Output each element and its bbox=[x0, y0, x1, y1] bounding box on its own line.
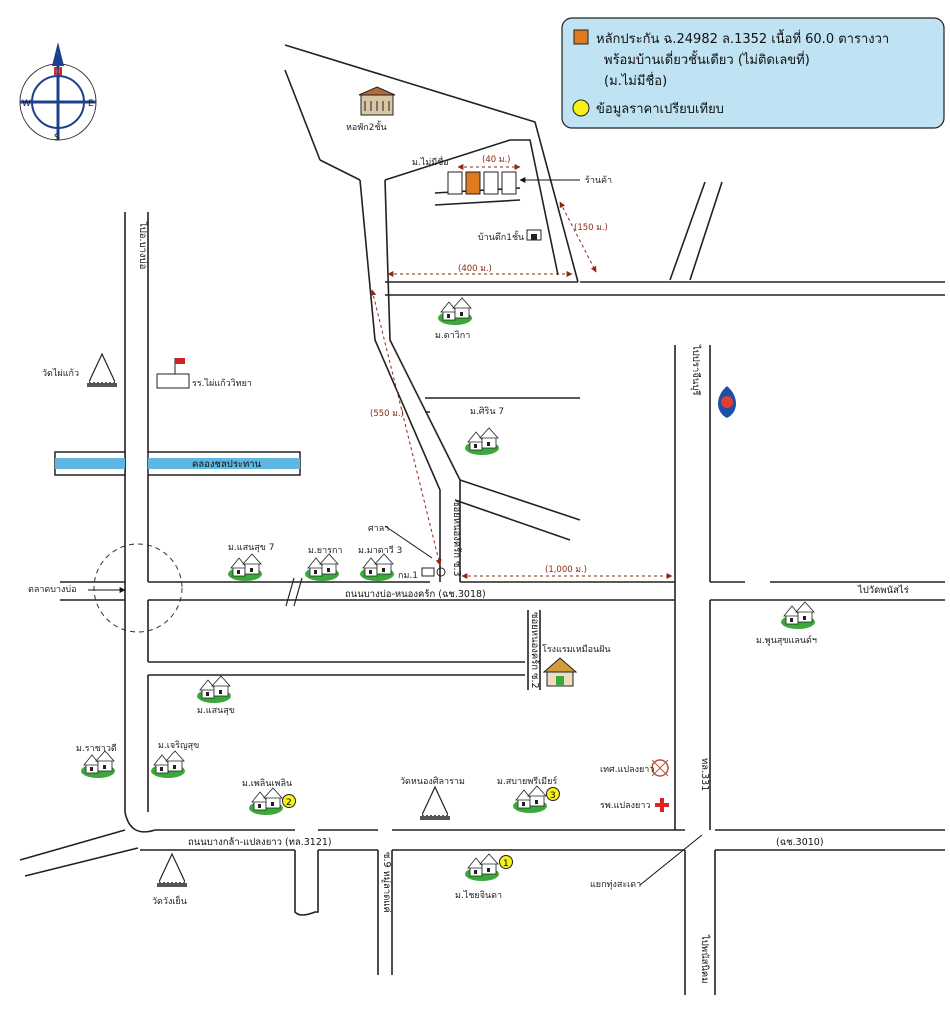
label-msansuk7: ม.แสนสุข 7 bbox=[228, 543, 274, 553]
label-sala: ศาลา bbox=[368, 524, 389, 534]
market-circle bbox=[93, 543, 183, 633]
label-msansuk: ม.แสนสุข bbox=[197, 706, 235, 716]
road-label-soi3: ซอยหนองคร้ก ซ.3 bbox=[451, 500, 462, 577]
comparison-marker-1: 1 bbox=[499, 855, 513, 869]
temple-icon-phaikaew bbox=[86, 353, 118, 388]
label-hotel: โรงแรมเหมือนฝัน bbox=[542, 644, 611, 655]
road-label-bangbo: ไปอ.บางบ่อ bbox=[137, 221, 149, 269]
canal: คลองชลประทาน bbox=[54, 451, 301, 476]
house-icon-chaijinda bbox=[464, 853, 500, 882]
label-wat-phaikaew: วัดไผ่แก้ว bbox=[42, 368, 79, 379]
dist-1000: (1,000 ม.) bbox=[545, 565, 587, 575]
tessaban-icon bbox=[651, 759, 669, 777]
legend-comparison: ข้อมูลราคาเปรียบเทียบ bbox=[596, 101, 724, 117]
compass-e: E bbox=[88, 99, 94, 109]
svg-text:3: 3 bbox=[550, 791, 556, 801]
school-icon bbox=[156, 358, 190, 389]
label-mrachawadee: ม.ราชาวดี bbox=[76, 743, 117, 754]
house-icon-sabai bbox=[512, 785, 548, 814]
house-icon-yothaka bbox=[304, 553, 340, 582]
label-house1: บ้านตึก1ชั้น bbox=[478, 230, 524, 243]
svg-text:1: 1 bbox=[503, 859, 509, 869]
compass-s: S bbox=[54, 133, 60, 143]
road-break-mark bbox=[285, 577, 303, 607]
road-network bbox=[19, 44, 945, 995]
label-tessaban: เทศ.แปลงยาว bbox=[600, 765, 654, 775]
legend-collateral-1: หลักประกัน ฉ.24982 ล.1352 เนื้อที่ 60.0 … bbox=[596, 29, 889, 47]
label-mplernplern: ม.เพลินเพลิน bbox=[242, 778, 292, 789]
km-marker bbox=[436, 567, 446, 577]
label-mcharoensuk: ม.เจริญสุข bbox=[158, 740, 199, 751]
compass-w: W bbox=[22, 99, 31, 109]
label-mmadawee3: ม.มาดาวี 3 bbox=[358, 545, 402, 556]
road-label-prachinburi: ไปปราจีนบุรี bbox=[690, 344, 702, 395]
house-icon-rachawadee bbox=[80, 750, 116, 779]
label-wat-wang: วัดวังเย็น bbox=[152, 894, 187, 907]
house-icon-darawika bbox=[437, 297, 473, 326]
label-mkirin7: ม.ศิริน 7 bbox=[470, 406, 504, 417]
dist-40: (40 ม.) bbox=[482, 155, 510, 165]
house-icon-sansuk bbox=[196, 675, 232, 704]
road-label-331: ทล.331 bbox=[699, 758, 710, 791]
legend: หลักประกัน ฉ.24982 ล.1352 เนื้อที่ 60.0 … bbox=[561, 17, 945, 129]
road-label-phanat: ไปพนัสนิคม bbox=[699, 934, 711, 983]
house-icon-phoonsuk bbox=[780, 601, 816, 630]
house1-icon bbox=[526, 229, 542, 241]
label-shop: ร้านค้า bbox=[585, 175, 612, 186]
market-label: ตลาดบางบ่อ bbox=[28, 585, 77, 595]
svg-text:2: 2 bbox=[286, 798, 292, 808]
dist-150: (150 ม.) bbox=[574, 223, 608, 233]
legend-collateral-3: (ม.ไม่มีชื่อ) bbox=[604, 72, 667, 89]
house-icon-sansuk7 bbox=[227, 553, 263, 582]
hotel-icon bbox=[542, 657, 578, 687]
dist-400: (400 ม.) bbox=[458, 264, 492, 274]
label-msabai: ม.สบายพรีเมียร์ bbox=[497, 775, 557, 787]
house-icon-plernplern bbox=[248, 787, 284, 816]
collateral-plots bbox=[447, 171, 517, 195]
label-km1: กม.1 bbox=[398, 571, 418, 581]
compass: N S E W bbox=[19, 42, 97, 143]
distance-markers bbox=[370, 164, 673, 579]
label-myothaka: ม.ยารกา bbox=[308, 546, 342, 556]
label-school: รร.ไผ่แก้ววิทยา bbox=[192, 378, 252, 389]
label-dorm: หอพัก2ชั้น bbox=[346, 120, 387, 133]
hospital-icon bbox=[653, 796, 671, 814]
sala-icon bbox=[421, 567, 435, 577]
temple-icon-wang bbox=[156, 853, 188, 888]
road-label-wat: ไปวัดพนัสไร่ bbox=[857, 584, 909, 596]
dorm-icon bbox=[358, 86, 396, 116]
dist-550: (550 ม.) bbox=[370, 409, 404, 419]
house-icon-kirin7 bbox=[464, 427, 500, 456]
comparison-marker-3: 3 bbox=[546, 787, 560, 801]
temple-icon-nong bbox=[419, 786, 451, 821]
label-wat-nong: วัดหนองศิลาราม bbox=[400, 776, 465, 787]
label-mphoonsuk: ม.พูนสุขแลนด์ฯ bbox=[756, 634, 817, 646]
road-label-3121: ถนนบางกล้า-แปลงยาว (ทล.3121) bbox=[188, 837, 332, 848]
label-mdarawika: ม.ดาวิกา bbox=[435, 330, 470, 341]
compass-n: N bbox=[53, 65, 63, 79]
road-label-3018: ถนนบางบ่อ-หนองคร้ก (ฉช.3018) bbox=[345, 589, 486, 600]
collateral-swatch bbox=[573, 29, 589, 45]
canal-label: คลองชลประทาน bbox=[192, 459, 262, 470]
label-moo-noname: ม.ไม่มีชื่อ bbox=[412, 155, 449, 168]
legend-collateral-2: พร้อมบ้านเดี่ยวชั้นเดียว (ไม่ติดเลขที่) bbox=[604, 50, 810, 68]
house-icon-madawee3 bbox=[359, 553, 395, 582]
road-label-3010: (ฉช.3010) bbox=[776, 837, 824, 848]
house-icon-charoensuk bbox=[150, 750, 186, 779]
road-label-soi9: ซ.9 หมู่ลาดแค่ bbox=[381, 852, 392, 913]
comparison-swatch bbox=[572, 99, 590, 117]
label-junction: แยกทุ่งสะเดา bbox=[590, 880, 641, 890]
comparison-marker-2: 2 bbox=[282, 794, 296, 808]
label-hospital: รพ.แปลงยาว bbox=[600, 801, 650, 811]
road-label-soi2: ซอยหนองคร้ก ซ.2 bbox=[529, 612, 540, 689]
label-mchaijinda: ม.ไชยจินดา bbox=[455, 890, 502, 901]
ptt-logo-icon bbox=[718, 386, 736, 418]
